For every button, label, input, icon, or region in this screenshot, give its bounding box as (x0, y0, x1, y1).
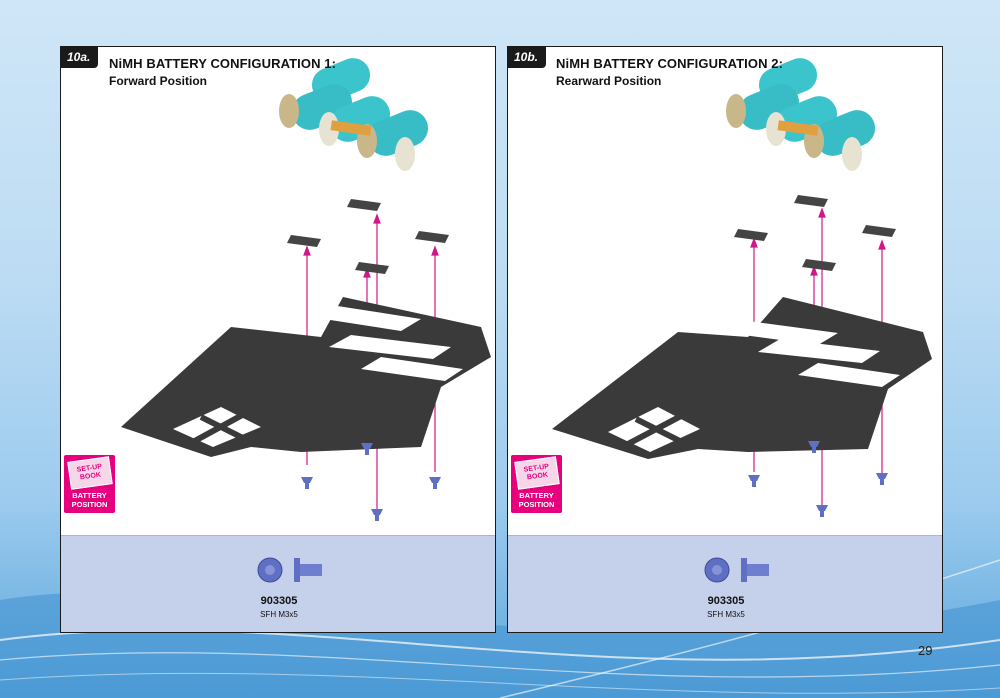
part-description: SFH M3x5 (707, 610, 745, 619)
part-number: 903305 (260, 595, 298, 607)
panel-subtitle: Forward Position (109, 74, 208, 88)
step-number: 10b. (508, 47, 547, 68)
setup-book-badge: SET-UP BOOK BATTERY POSITION (64, 455, 115, 513)
battery-pack (726, 58, 876, 171)
screw-icon (704, 557, 769, 583)
battery-pack (279, 58, 429, 171)
parts-box: 903305 SFH M3x5 (508, 535, 942, 632)
page-number: 29 (918, 643, 933, 658)
chassis-plate (552, 297, 932, 459)
setup-book-badge: SET-UP BOOK BATTERY POSITION (511, 455, 562, 513)
chassis-plate (121, 297, 491, 457)
badge-label: BATTERY POSITION (71, 491, 108, 509)
panel-10b: 10b. NiMH BATTERY CONFIGURATION 2: Rearw… (507, 46, 943, 633)
screw-icon (257, 557, 322, 583)
panel-title: NiMH BATTERY CONFIGURATION 2: (556, 56, 784, 71)
badge-label: BATTERY POSITION (518, 491, 555, 509)
panel-subtitle: Rearward Position (556, 74, 662, 88)
panel-10a: 10a. NiMH BATTERY CONFIGURATION 1: Forwa… (60, 46, 496, 633)
part-number: 903305 (707, 595, 745, 607)
step-number: 10a. (61, 47, 99, 68)
setup-book-icon: SET-UP BOOK (514, 456, 560, 490)
assembly-illustration (552, 58, 932, 517)
parts-box: 903305 SFH M3x5 (61, 535, 495, 632)
setup-book-icon: SET-UP BOOK (67, 456, 113, 490)
part-description: SFH M3x5 (260, 610, 298, 619)
assembly-illustration (121, 58, 491, 521)
panel-title: NiMH BATTERY CONFIGURATION 1: (109, 56, 337, 71)
